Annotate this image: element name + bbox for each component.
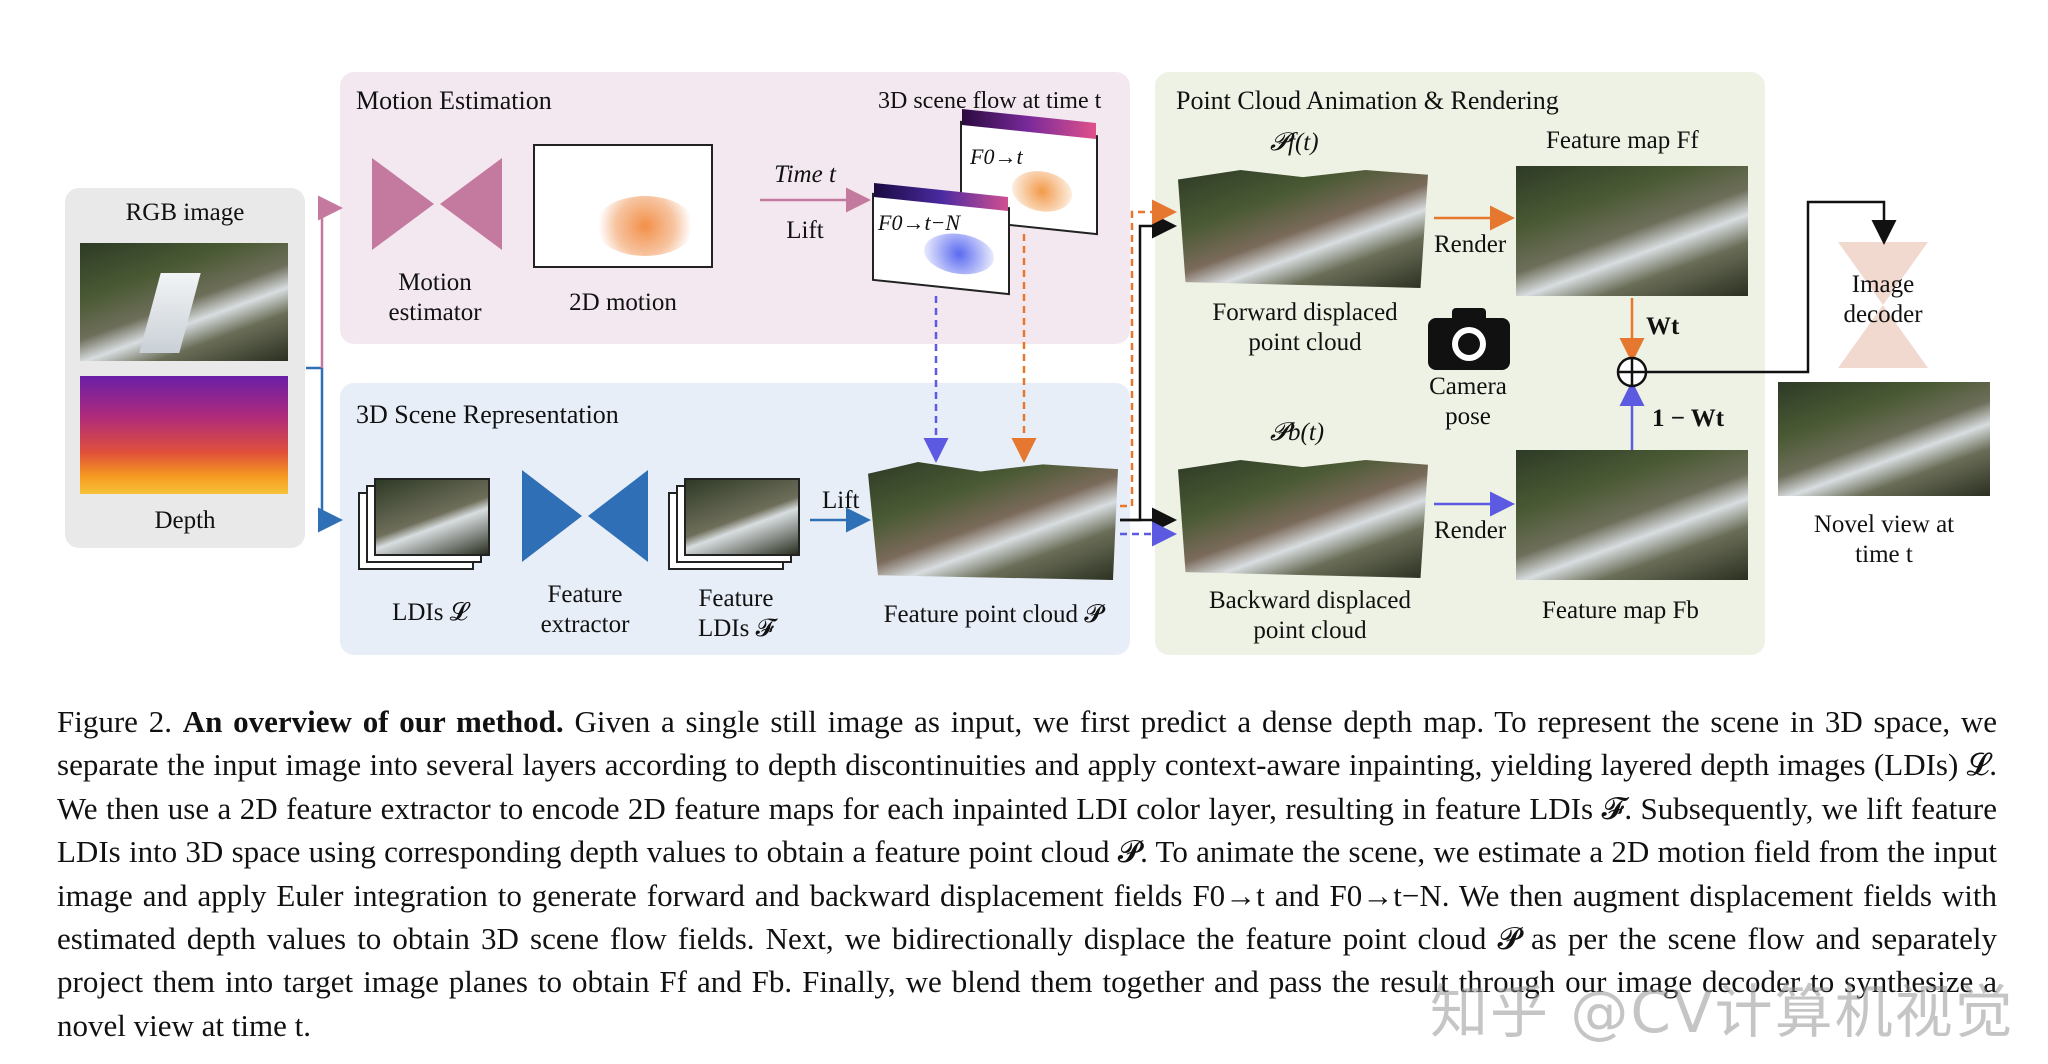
- rgb-image: [80, 243, 288, 361]
- feature-point-cloud-image: [868, 462, 1118, 580]
- motion-2d-image: [533, 144, 713, 268]
- ldis-stack: [358, 478, 490, 570]
- watermark: 知乎 @CV计算机视觉: [1430, 978, 2015, 1046]
- arrow-to-ldis: [318, 368, 343, 533]
- ldis-label: LDIs 𝓛: [392, 599, 468, 626]
- feature-extractor-label: Feature extractor: [540, 581, 630, 638]
- novel-view-label: Novel view at time t: [1813, 511, 1955, 568]
- render-label-bottom: Render: [1434, 517, 1507, 544]
- image-decoder-label: Image decoder: [1843, 271, 1923, 328]
- scene-flow-label: 3D scene flow at time t: [878, 88, 1102, 114]
- render-label-top: Render: [1434, 231, 1507, 258]
- f-backward-label: F0→t−N: [878, 210, 961, 235]
- depth-map: [80, 376, 288, 494]
- forward-cloud-label: Forward displaced point cloud: [1212, 299, 1398, 356]
- feature-ldis-label: Feature LDIs 𝓕: [697, 585, 775, 642]
- feature-map-f-image: [1516, 166, 1748, 296]
- feature-map-f-label: Feature map Ff: [1546, 127, 1699, 154]
- motion-estimation-title: Motion Estimation: [356, 86, 552, 115]
- feature-map-b-label: Feature map Fb: [1542, 597, 1699, 624]
- forward-cloud-image: [1178, 170, 1428, 288]
- scene-representation-title: 3D Scene Representation: [356, 400, 619, 429]
- backward-cloud-image: [1178, 460, 1428, 578]
- one-minus-weight-label: 1 − Wt: [1652, 405, 1725, 432]
- caption-bold-title: An overview of our method.: [182, 704, 564, 739]
- motion-estimator-shape: [372, 158, 502, 250]
- camera-pose-label: Camera pose: [1429, 373, 1507, 430]
- motion-2d-label: 2D motion: [569, 289, 677, 316]
- pb-label: 𝓟b(t): [1270, 419, 1325, 446]
- depth-label: Depth: [154, 507, 216, 534]
- caption-text: Given a single still image as input, we …: [57, 704, 1998, 1043]
- lift-label-bottom: Lift: [822, 487, 860, 514]
- weight-label: Wt: [1646, 313, 1680, 340]
- motion-estimator-label: Motion estimator: [388, 269, 482, 326]
- feature-extractor-shape: [522, 470, 648, 562]
- pf-label: 𝓟f(t): [1270, 129, 1319, 156]
- arrow-to-motion: [318, 195, 343, 368]
- backward-cloud-label: Backward displaced point cloud: [1208, 587, 1411, 644]
- caption-label: Figure 2.: [57, 704, 172, 739]
- rgb-image-label: RGB image: [125, 199, 245, 226]
- figure-caption: Figure 2. An overview of our method. Giv…: [57, 700, 1997, 1047]
- animation-rendering-title: Point Cloud Animation & Rendering: [1176, 86, 1559, 115]
- novel-view-image: [1778, 382, 1990, 496]
- time-t-label: Time t: [774, 161, 836, 188]
- feature-map-b-image: [1516, 450, 1748, 580]
- camera-icon: [1428, 308, 1510, 370]
- f-forward-label: F0→t: [970, 144, 1023, 169]
- feature-point-cloud-label: Feature point cloud 𝓟: [883, 601, 1103, 628]
- rgb-depth-panel: [65, 188, 305, 548]
- lift-label-top: Lift: [786, 217, 824, 244]
- feature-ldis-stack: [668, 478, 800, 570]
